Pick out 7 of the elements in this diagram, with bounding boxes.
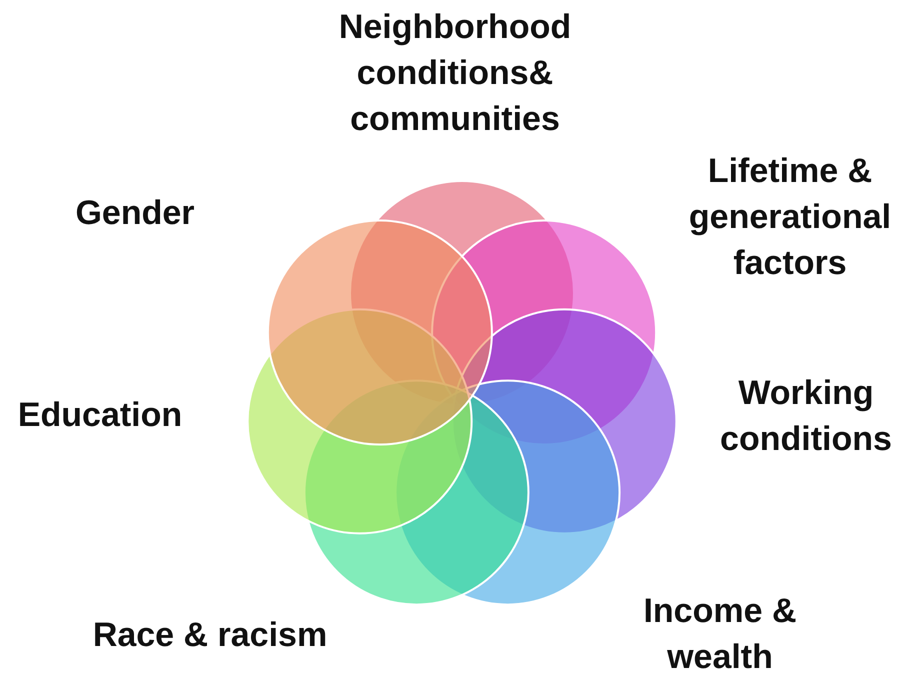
category-label: Neighborhood conditions& communities (338, 7, 572, 140)
category-label: Race & racism (92, 615, 328, 656)
category-label: Working conditions (719, 373, 893, 460)
category-label: Gender (74, 193, 196, 234)
category-label: Lifetime & generational factors (688, 151, 892, 284)
category-label: Income & wealth (642, 591, 798, 674)
category-label: Education (16, 395, 184, 436)
